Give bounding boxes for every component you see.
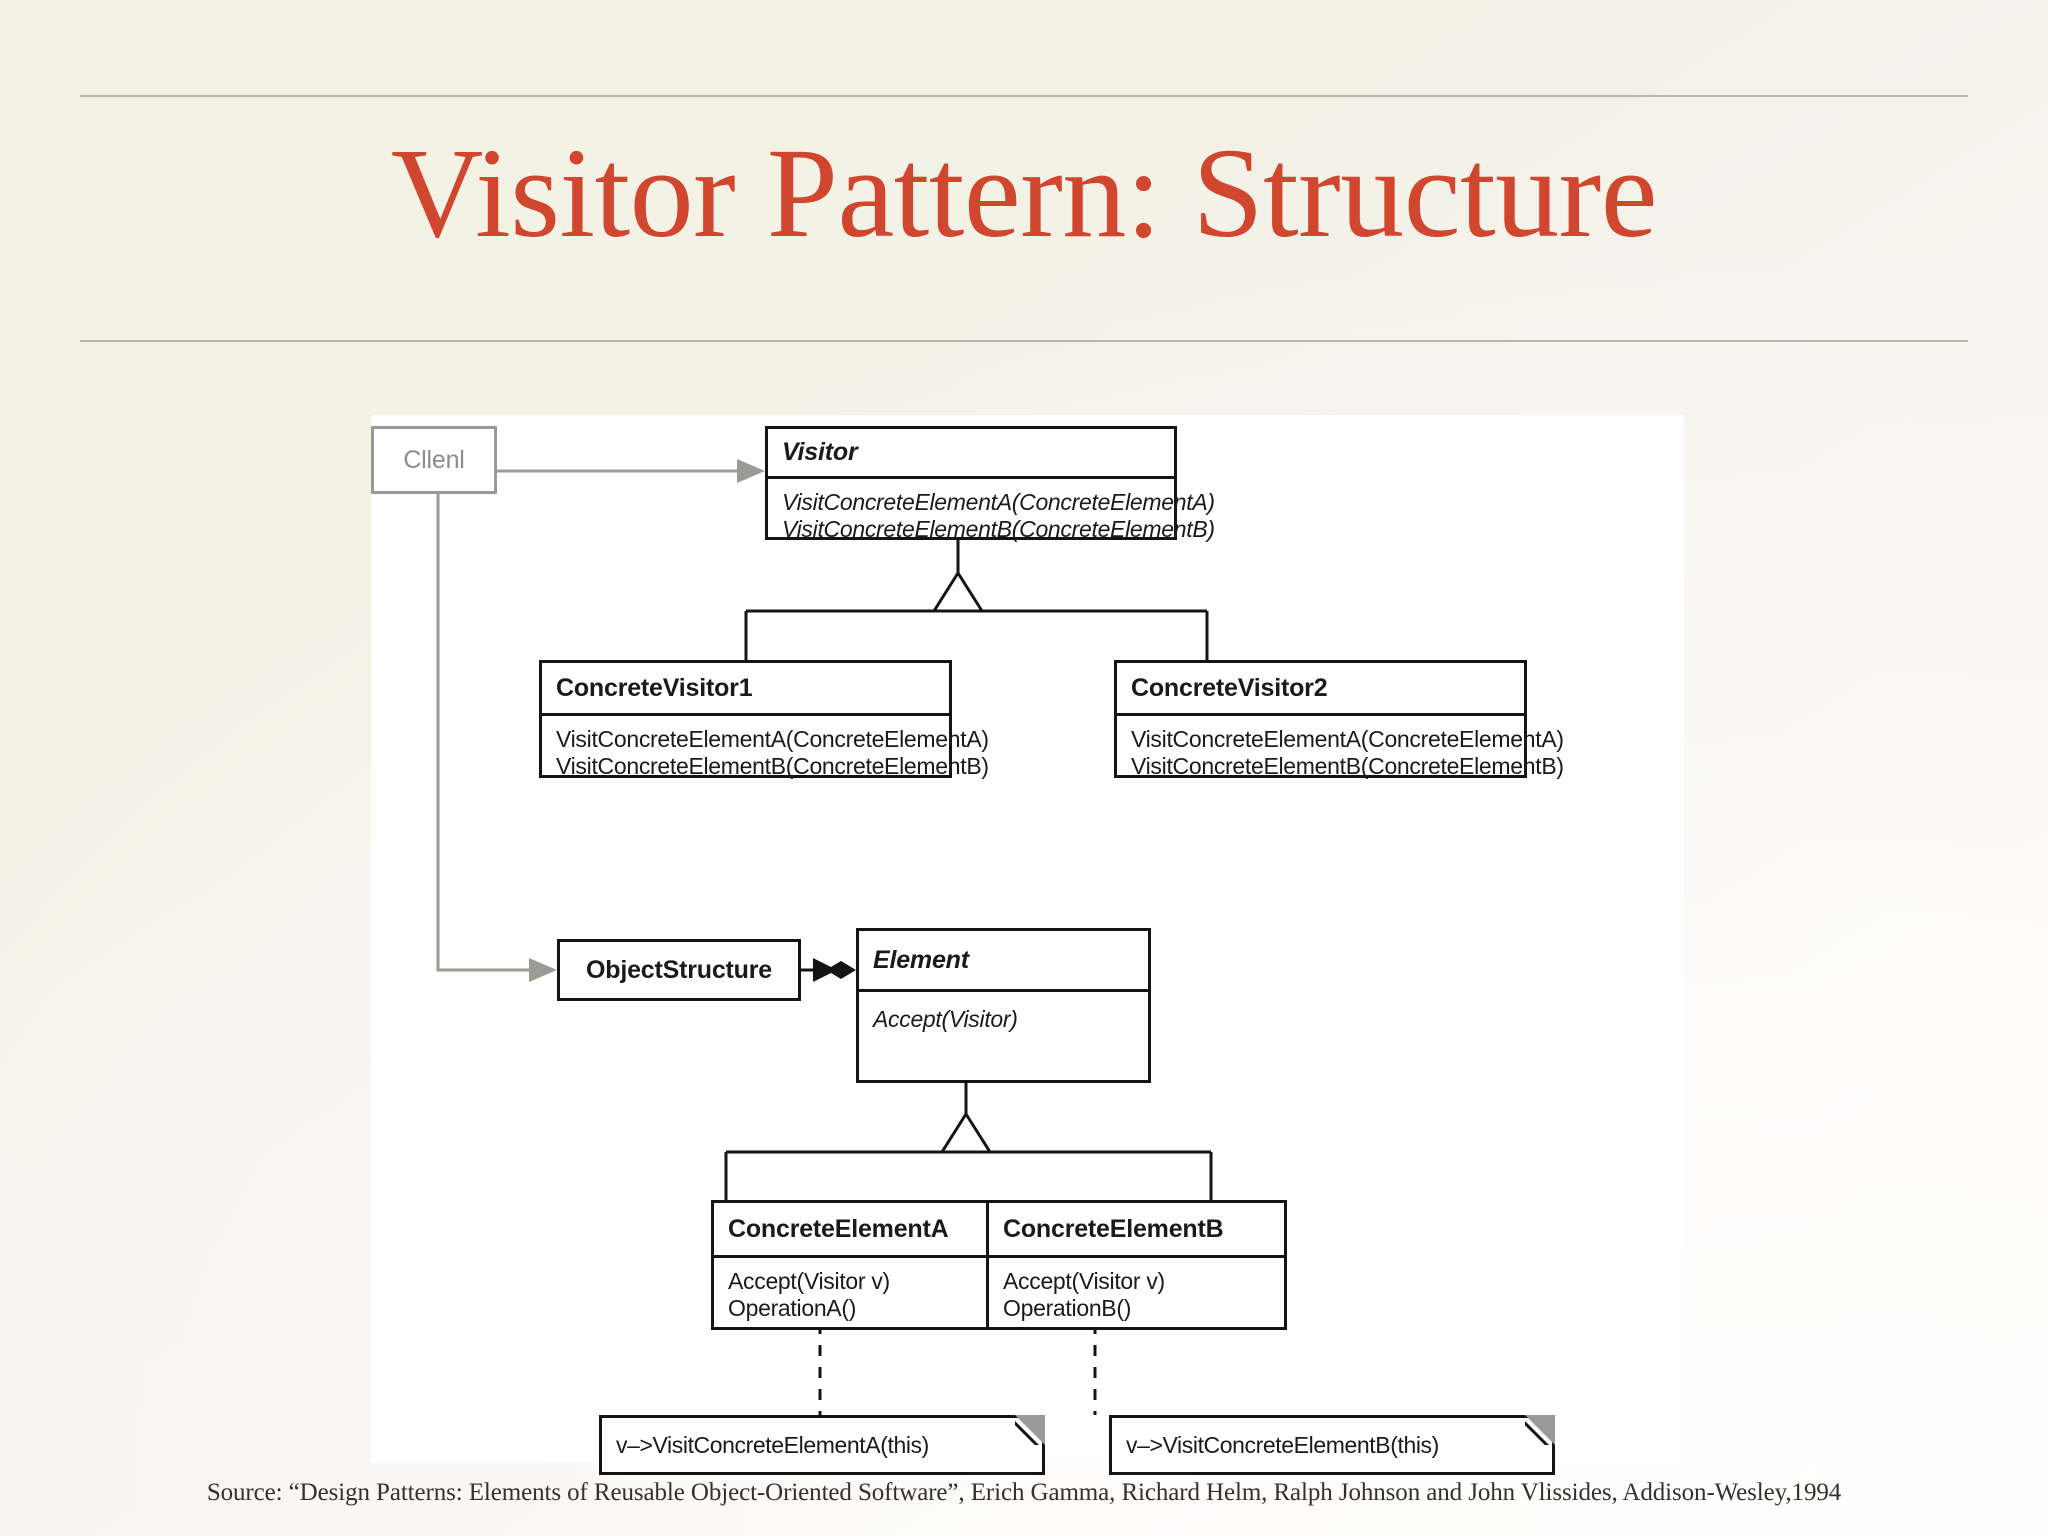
uml-operation: OperationB() [1003,1295,1132,1322]
uml-note-a-text: v–>VisitConcreteElementA(this) [616,1431,929,1458]
uml-operation: VisitConcreteElementB(ConcreteElementB) [782,516,1215,543]
uml-class-object-structure[interactable]: ObjectStructure [557,939,801,1001]
uml-note-concrete-element-a[interactable]: v–>VisitConcreteElementA(this) [599,1415,1045,1475]
uml-class-concrete-visitor-1[interactable]: ConcreteVisitor1 VisitConcreteElementA(C… [539,660,989,780]
uml-operation: VisitConcreteElementA(ConcreteElementA) [782,489,1215,515]
uml-divider [768,476,1174,479]
uml-class-client[interactable]: Cllenl [371,426,497,494]
uml-class-concrete-element-a-operations: Accept(Visitor v) OperationA() [714,1258,1009,1322]
title-rule-bottom [80,340,1968,342]
uml-operation: Accept(Visitor v) [1003,1268,1165,1294]
note-fold-line-icon [1015,1415,1045,1445]
uml-divider [989,1255,1284,1258]
uml-class-concrete-element-b-name: ConcreteElementB [1003,1214,1224,1243]
uml-divider [859,989,1148,992]
uml-class-visitor[interactable]: Visitor VisitConcreteElementA(ConcreteEl… [765,426,1215,543]
title-rule-top [80,95,1968,97]
note-fold-line-icon [1525,1415,1555,1445]
uml-operation: Accept(Visitor) [873,1006,1018,1032]
uml-class-concrete-visitor-2-name: ConcreteVisitor2 [1131,673,1328,702]
uml-operation: OperationA() [728,1295,857,1322]
uml-class-concrete-visitor-1-name: ConcreteVisitor1 [556,673,753,702]
uml-operation: VisitConcreteElementB(ConcreteElementB) [556,753,989,780]
uml-operation: VisitConcreteElementA(ConcreteElementA) [556,726,989,752]
uml-operation: VisitConcreteElementA(ConcreteElementA) [1131,726,1564,752]
uml-class-visitor-name: Visitor [782,438,858,466]
uml-operation: VisitConcreteElementB(ConcreteElementB) [1131,753,1564,780]
uml-note-concrete-element-b[interactable]: v–>VisitConcreteElementB(this) [1109,1415,1555,1475]
uml-divider [714,1255,1009,1258]
uml-diagram-panel: Cllenl Visitor VisitConcreteElementA(Con… [371,415,1684,1475]
uml-class-concrete-element-a-name: ConcreteElementA [728,1214,949,1243]
uml-divider [1117,713,1524,716]
uml-class-concrete-visitor-1-operations: VisitConcreteElementA(ConcreteElementA) … [542,716,989,780]
uml-class-concrete-element-b-operations: Accept(Visitor v) OperationB() [989,1258,1284,1322]
uml-class-client-name: Cllenl [403,445,465,474]
uml-class-visitor-operations: VisitConcreteElementA(ConcreteElementA) … [768,479,1215,543]
uml-class-concrete-visitor-2-operations: VisitConcreteElementA(ConcreteElementA) … [1117,716,1564,780]
uml-class-object-structure-name: ObjectStructure [586,955,772,984]
uml-class-concrete-visitor-2[interactable]: ConcreteVisitor2 VisitConcreteElementA(C… [1114,660,1564,780]
source-caption: Source: “Design Patterns: Elements of Re… [206,1479,1842,1506]
uml-class-element-operations: Accept(Visitor) [859,992,1148,1033]
uml-class-concrete-element-b[interactable]: ConcreteElementB Accept(Visitor v) Opera… [986,1200,1287,1330]
uml-class-element-name: Element [873,945,969,974]
uml-divider [542,713,949,716]
uml-class-element[interactable]: Element Accept(Visitor) [856,928,1151,1083]
uml-class-concrete-element-a[interactable]: ConcreteElementA Accept(Visitor v) Opera… [711,1200,1012,1330]
uml-operation: Accept(Visitor v) [728,1268,890,1294]
uml-note-b-text: v–>VisitConcreteElementB(this) [1126,1431,1439,1458]
page-title: Visitor Pattern: Structure [390,122,1658,264]
